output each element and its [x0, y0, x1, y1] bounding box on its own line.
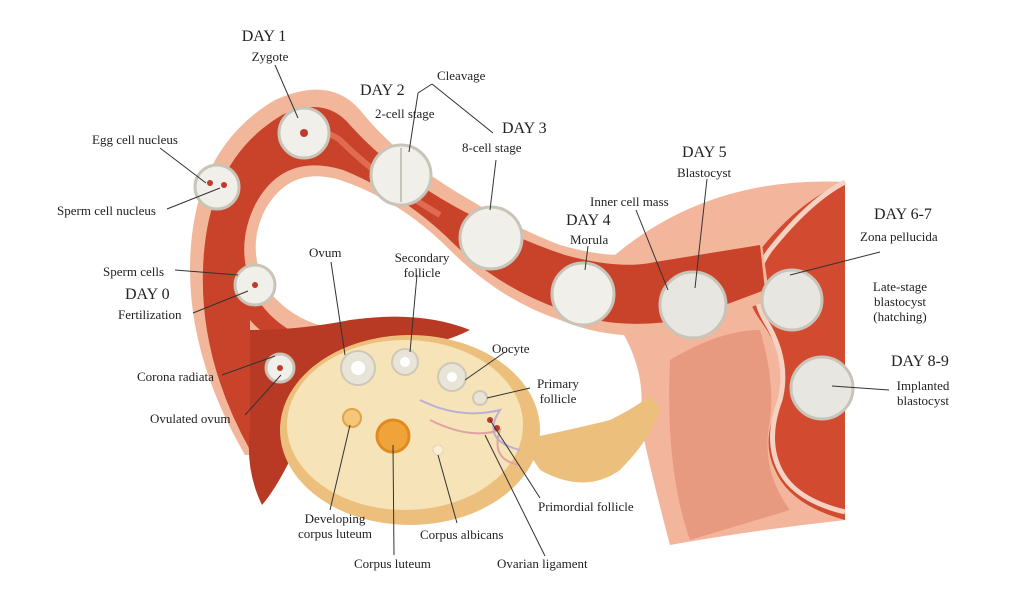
eight-cell-label: 8-cell stage: [462, 140, 522, 155]
ovary: [280, 335, 540, 525]
eight-cell: [458, 205, 524, 271]
primary-follicle-label-1: Primary: [537, 376, 579, 391]
zona-pellucida-label: Zona pellucida: [860, 229, 938, 244]
corpus-albicans-label: Corpus albicans: [420, 527, 504, 542]
pronuclei-cell: [193, 163, 241, 211]
late-stage-label-1: Late-stage: [872, 279, 928, 294]
day0-label: DAY 0: [125, 286, 170, 303]
day89-label: DAY 8-9: [891, 353, 949, 370]
late-stage-label-3: (hatching): [873, 309, 927, 324]
cells: [193, 106, 855, 421]
day2-label: DAY 2: [360, 82, 405, 99]
corona-radiata-label: Corona radiata: [137, 369, 214, 384]
day3-label: DAY 3: [502, 120, 547, 137]
hatching-blastocyst: [760, 268, 824, 332]
oocyte-label: Oocyte: [492, 341, 530, 356]
primary-follicle-label-2: follicle: [539, 391, 577, 406]
sperm-cells-label: Sperm cells: [103, 264, 165, 279]
developing-corpus-luteum-label-2: corpus luteum: [297, 526, 372, 541]
blastocyst-label: Blastocyst: [677, 165, 732, 180]
ovarian-ligament-label: Ovarian ligament: [497, 556, 588, 571]
two-cell-label: 2-cell stage: [375, 106, 435, 121]
blastocyst: [658, 270, 728, 340]
morula-label: Morula: [570, 232, 609, 247]
inner-cell-mass-label: Inner cell mass: [590, 194, 669, 209]
day5-label: DAY 5: [682, 144, 727, 161]
egg-cell-nucleus-label: Egg cell nucleus: [92, 132, 178, 147]
ovum-label: Ovum: [309, 245, 342, 260]
sperm-cell-nucleus-label: Sperm cell nucleus: [57, 203, 156, 218]
zygote-label: Zygote: [251, 49, 289, 64]
implanted-blastocyst: [789, 355, 855, 421]
leader-lines: [159, 64, 890, 557]
day1-label: DAY 1: [241, 28, 287, 45]
secondary-follicle-label-2: follicle: [403, 265, 441, 280]
corpus-luteum-label: Corpus luteum: [354, 556, 431, 571]
late-stage-label-2: blastocyst: [874, 294, 926, 309]
implanted-label-1: Implanted: [896, 378, 950, 393]
ovarian-ligament-shape: [520, 395, 660, 483]
morula: [550, 261, 616, 327]
day4-label: DAY 4: [566, 212, 611, 229]
developing-corpus-luteum-label-1: Developing: [304, 511, 366, 526]
fertilization-label: Fertilization: [118, 307, 182, 322]
implanted-label-2: blastocyst: [897, 393, 949, 408]
primordial-follicle-label: Primordial follicle: [538, 499, 634, 514]
cleavage-label: Cleavage: [437, 68, 486, 83]
secondary-follicle-label-1: Secondary: [394, 250, 450, 265]
ovulated-ovum-label: Ovulated ovum: [150, 411, 231, 426]
day67-label: DAY 6-7: [874, 206, 932, 223]
